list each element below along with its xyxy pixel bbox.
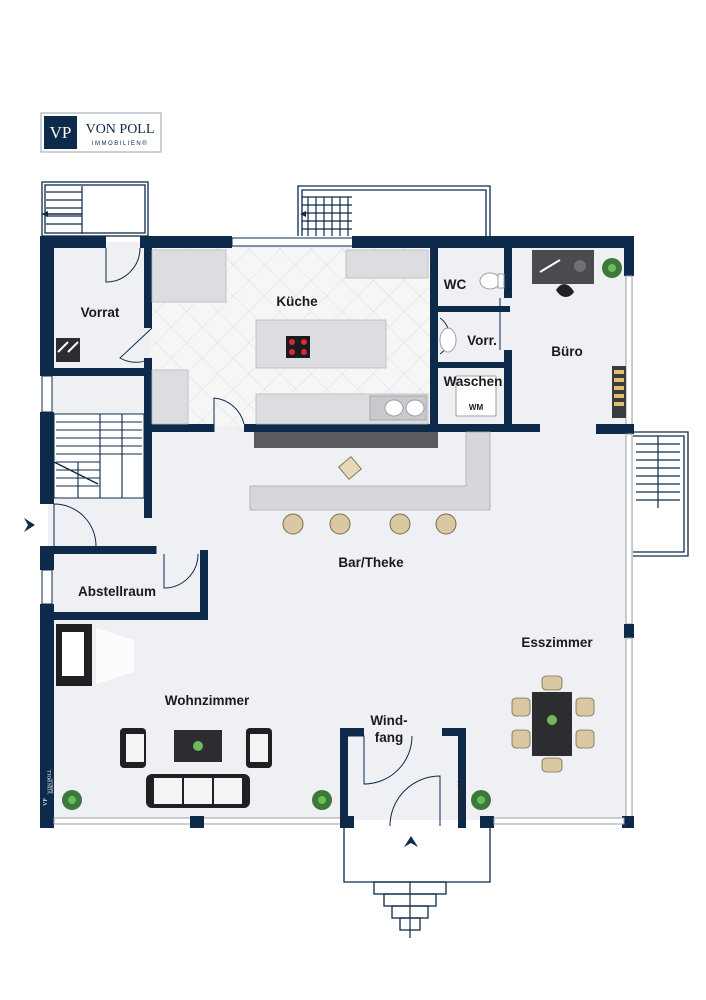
side-entrance-arrow-icon [24,518,35,532]
exterior-walls [40,236,634,828]
doors [53,247,501,827]
bar-counter [249,431,491,535]
watermark: Immogrundriss [458,773,465,820]
label-windfang-2: fang [375,730,404,745]
cooktop-icon [286,336,310,358]
bar-stools [282,513,457,535]
stair-top-left [41,181,149,237]
label-wc: WC [444,277,467,292]
label-esszimmer: Esszimmer [521,635,593,650]
logo: VP VON POLL IMMOBILIEN® [40,112,162,153]
label-kueche: Küche [276,294,318,309]
room-labels: Vorrat Küche WC Vorr. Büro Waschen WM Ba… [78,277,593,745]
living-furniture [56,624,491,810]
plant-icon-office [602,258,622,278]
dining-set [511,675,595,773]
bathroom-fixtures [439,272,505,417]
label-bar: Bar/Theke [338,555,404,570]
logo-subtitle: IMMOBILIEN® [92,140,148,147]
washbasin-icon [439,327,457,353]
office-furniture [532,250,626,418]
logo-monogram: VP [50,123,72,142]
shelf-marking [57,341,79,353]
plant-icon-living-2 [312,790,332,810]
toilet-icon [479,272,501,290]
interior-walls [48,236,540,828]
plant-icon-living-1 [62,790,82,810]
label-buero: Büro [551,344,583,359]
label-wohnzimmer: Wohnzimmer [165,693,250,708]
stamp-logo-monogram: VP [43,798,49,806]
stamp-logo-name: VON POLL [48,769,53,794]
entrance-arrow-icon [404,836,418,847]
stamp-logo-subtitle: IMMOBILIEN [51,779,54,794]
label-windfang-1: Wind- [370,713,407,728]
stair-top-middle [297,185,491,236]
label-abstellraum: Abstellraum [78,584,156,599]
plant-icon-entry [471,790,491,810]
label-wm: WM [469,403,484,412]
label-vorrat: Vorrat [81,305,120,320]
interior-staircase [53,413,145,499]
stamp-logo: VP VON POLL IMMOBILIEN [40,754,54,810]
stair-right [633,431,689,557]
label-vorr: Vorr. [467,333,497,348]
entrance-steps [343,826,491,938]
washing-machine-icon [455,375,497,417]
label-waschen: Waschen [444,374,503,389]
kitchen-furniture [151,249,429,425]
logo-name: VON POLL [86,122,155,137]
